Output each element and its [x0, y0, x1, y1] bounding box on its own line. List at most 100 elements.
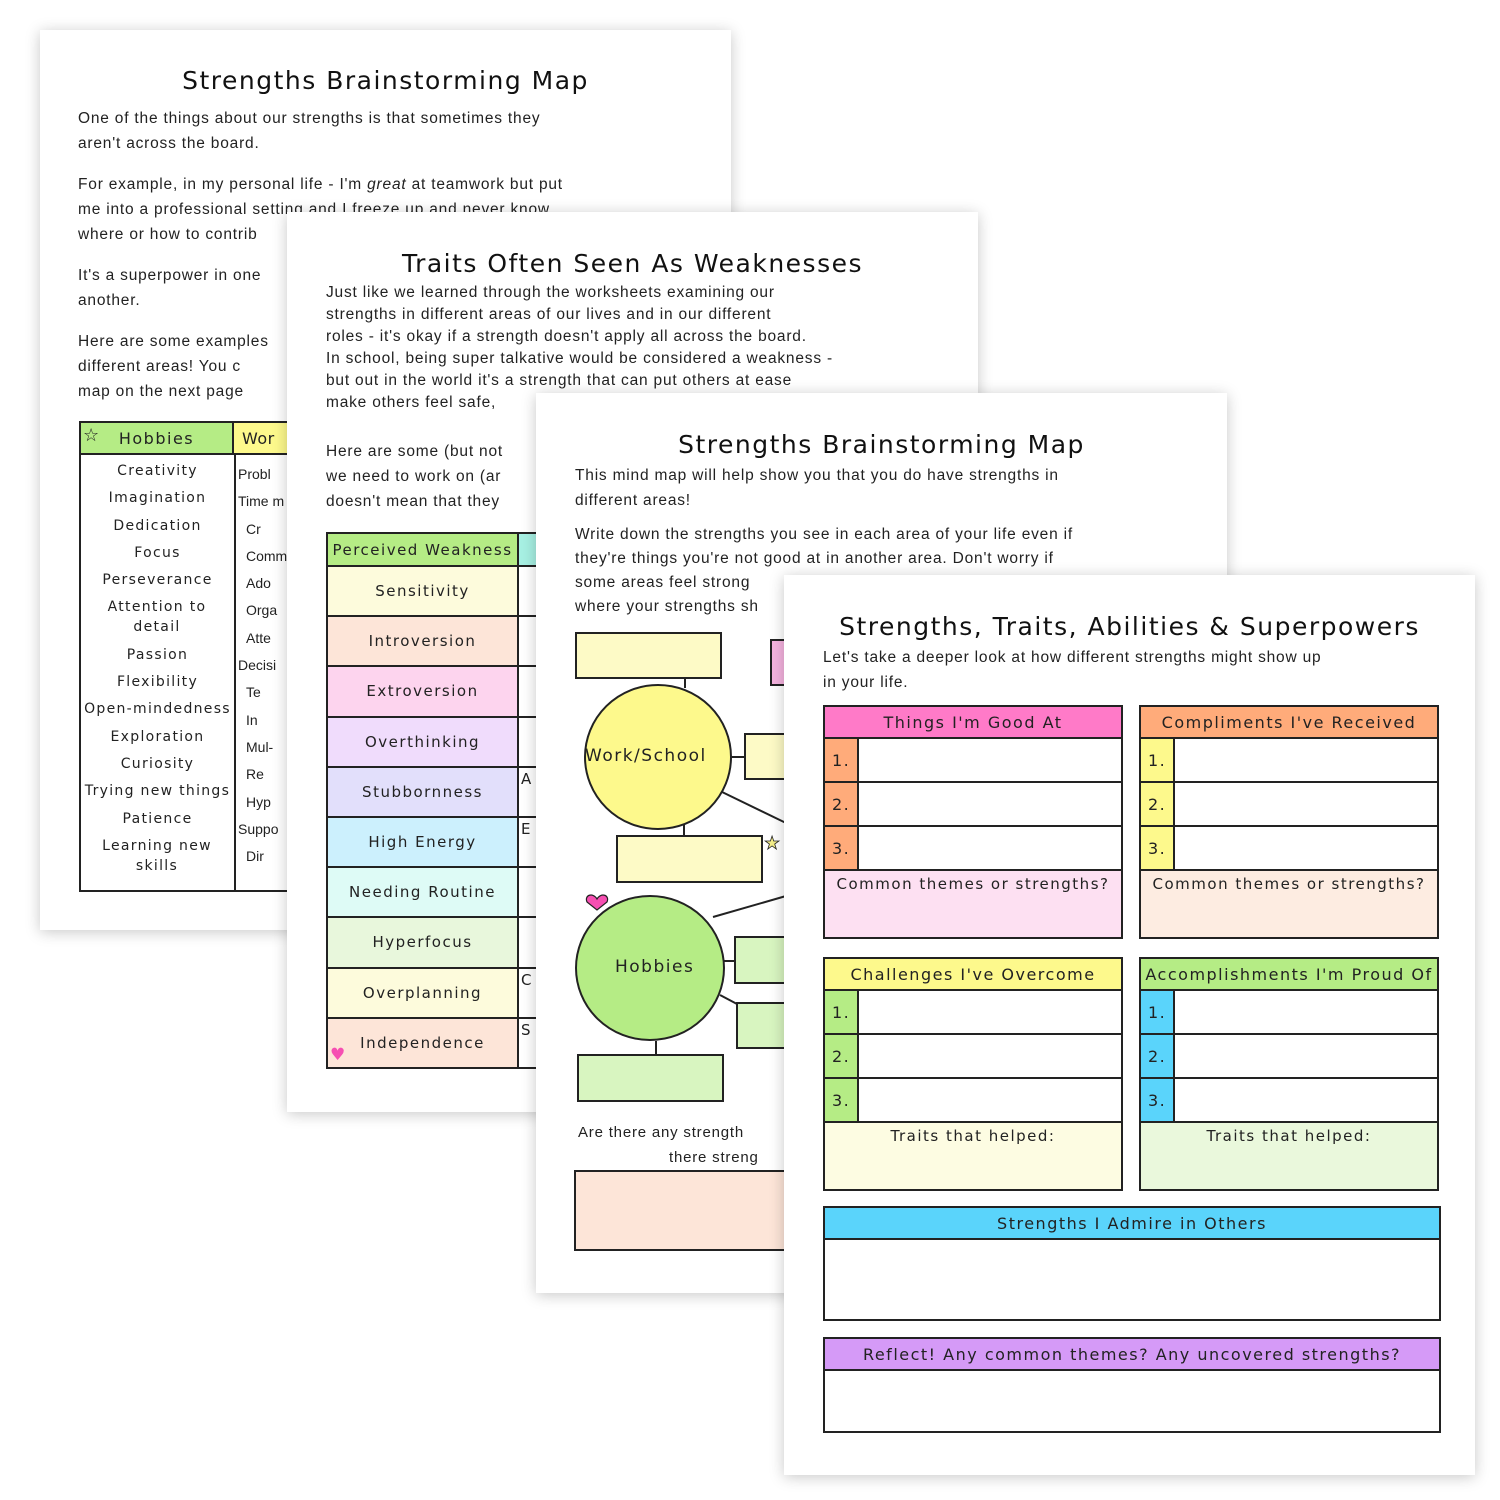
- row-number: 2.: [825, 783, 859, 825]
- intro-paragraph: One of the things about our strengths is…: [78, 106, 540, 156]
- answer-field[interactable]: [859, 827, 1121, 869]
- text-line: It's a superpower in one: [78, 267, 262, 284]
- numbered-row: 2.: [825, 1035, 1121, 1079]
- list-item: Open-mindedness: [84, 701, 231, 718]
- reflect-answer-area[interactable]: [825, 1371, 1439, 1431]
- list-item: Patience: [122, 810, 193, 827]
- numbered-row: 2.: [1141, 783, 1437, 827]
- row-number: 1.: [825, 739, 859, 781]
- box-header: Accomplishments I'm Proud Of: [1141, 959, 1437, 991]
- text-line: they're things you're not good at in ano…: [575, 550, 1054, 567]
- weakness-cell: Overthinking: [328, 717, 519, 766]
- list-item: Hyp: [246, 793, 271, 810]
- list-item: Attention to detail: [107, 599, 207, 636]
- text: at teamwork but put: [406, 176, 563, 193]
- answer-field[interactable]: [859, 991, 1121, 1033]
- table-row: Hyperfocus: [328, 918, 588, 969]
- weakness-label: Independence: [360, 1033, 485, 1052]
- row-number: 3.: [1141, 827, 1175, 869]
- admire-answer-area[interactable]: [825, 1240, 1439, 1319]
- page-title: Strengths Brainstorming Map: [678, 430, 1085, 459]
- reframe-cell[interactable]: E: [521, 819, 532, 838]
- reframe-cell[interactable]: C: [521, 970, 533, 989]
- weakness-cell: Overplanning: [328, 968, 519, 1017]
- list-item: Suppo: [238, 820, 279, 837]
- row-number: 3.: [825, 1079, 859, 1121]
- weakness-cell: Independence ♥: [328, 1018, 519, 1067]
- list-item: Exploration: [110, 728, 205, 745]
- text-line: strengths in different areas of our live…: [326, 306, 772, 323]
- connector-line: [719, 994, 738, 1005]
- list-item: Passion: [126, 646, 189, 663]
- heart-icon: ♥: [330, 1044, 347, 1065]
- text: For example, in my personal life - I'm: [78, 176, 368, 193]
- text-line: Here are some examples: [78, 333, 269, 350]
- hobby-strength-box[interactable]: [577, 1054, 724, 1102]
- answer-field[interactable]: [1175, 1035, 1437, 1077]
- row-number: 2.: [1141, 783, 1175, 825]
- box-footer[interactable]: Traits that helped:: [1141, 1123, 1437, 1189]
- answer-field[interactable]: [859, 783, 1121, 825]
- work-strength-box[interactable]: [575, 632, 722, 679]
- box-footer[interactable]: Common themes or strengths?: [1141, 871, 1437, 937]
- weakness-label: Sensitivity: [375, 582, 470, 601]
- list-item: Comm: [246, 547, 288, 564]
- page-title: Strengths Brainstorming Map: [182, 66, 589, 95]
- weakness-cell: Introversion: [328, 617, 519, 666]
- text-line: where your strengths sh: [575, 598, 759, 615]
- text-line: different areas!: [575, 492, 691, 509]
- box-footer[interactable]: Traits that helped:: [825, 1123, 1121, 1189]
- list-item: Re: [246, 766, 264, 783]
- answer-field[interactable]: [1175, 827, 1437, 869]
- table-row: Independence ♥ S: [328, 1018, 588, 1069]
- intro-paragraph: Let's take a deeper look at how differen…: [823, 645, 1321, 695]
- list-item: Cr: [246, 520, 261, 537]
- page-title: Strengths, Traits, Abilities & Superpowe…: [839, 612, 1420, 641]
- answer-field[interactable]: [1175, 783, 1437, 825]
- admire-section: Strengths I Admire in Others: [823, 1206, 1441, 1321]
- work-school-node: [584, 684, 732, 830]
- numbered-row: 1.: [825, 991, 1121, 1035]
- table-row: Sensitivity: [328, 567, 588, 618]
- text-line: map on the next page: [78, 383, 244, 400]
- superpower-paragraph: It's a superpower in one another.: [78, 263, 261, 313]
- answer-field[interactable]: [859, 1035, 1121, 1077]
- perceived-weakness-header: Perceived Weakness: [328, 534, 519, 567]
- text-line: Write down the strengths you see in each…: [575, 526, 1073, 543]
- list-item: Flexibility: [116, 674, 199, 691]
- examples-paragraph: Here are some examples different areas! …: [78, 329, 269, 404]
- numbered-row: 3.: [825, 1079, 1121, 1123]
- answer-field[interactable]: [1175, 1079, 1437, 1121]
- weakness-cell: Sensitivity: [328, 567, 519, 616]
- weakness-label: Introversion: [368, 632, 477, 651]
- list-item: Focus: [134, 544, 181, 561]
- box-footer[interactable]: Common themes or strengths?: [825, 871, 1121, 937]
- question-line: Are there any strength: [578, 1124, 745, 1141]
- answer-field[interactable]: [1175, 739, 1437, 781]
- hobbies-header: ☆ Hobbies: [81, 423, 234, 455]
- row-number: 2.: [825, 1035, 859, 1077]
- row-number: 3.: [1141, 1079, 1175, 1121]
- text-line: different areas! You c: [78, 358, 241, 375]
- admire-header: Strengths I Admire in Others: [825, 1208, 1439, 1240]
- list-item: Mul-: [246, 738, 274, 755]
- list-item: In: [246, 711, 258, 728]
- row-number: 3.: [825, 827, 859, 869]
- box-header: Compliments I've Received: [1141, 707, 1437, 739]
- reframe-cell[interactable]: S: [521, 1020, 533, 1039]
- text-line: another.: [78, 292, 141, 309]
- example-paragraph: For example, in my personal life - I'm g…: [78, 172, 563, 247]
- answer-field[interactable]: [859, 1079, 1121, 1121]
- weakness-label: Overplanning: [362, 983, 483, 1002]
- work-strength-box[interactable]: [616, 835, 763, 883]
- reframe-cell[interactable]: A: [521, 769, 533, 788]
- list-item: Trying new things: [84, 783, 231, 800]
- answer-field[interactable]: [859, 739, 1121, 781]
- list-item: Time m: [238, 493, 285, 510]
- weakness-cell: Hyperfocus: [328, 918, 519, 967]
- text-line: Just like we learned through the workshe…: [326, 284, 775, 301]
- weakness-cell: Stubbornness: [328, 767, 519, 816]
- weakness-label: High Energy: [368, 833, 477, 852]
- answer-field[interactable]: [1175, 991, 1437, 1033]
